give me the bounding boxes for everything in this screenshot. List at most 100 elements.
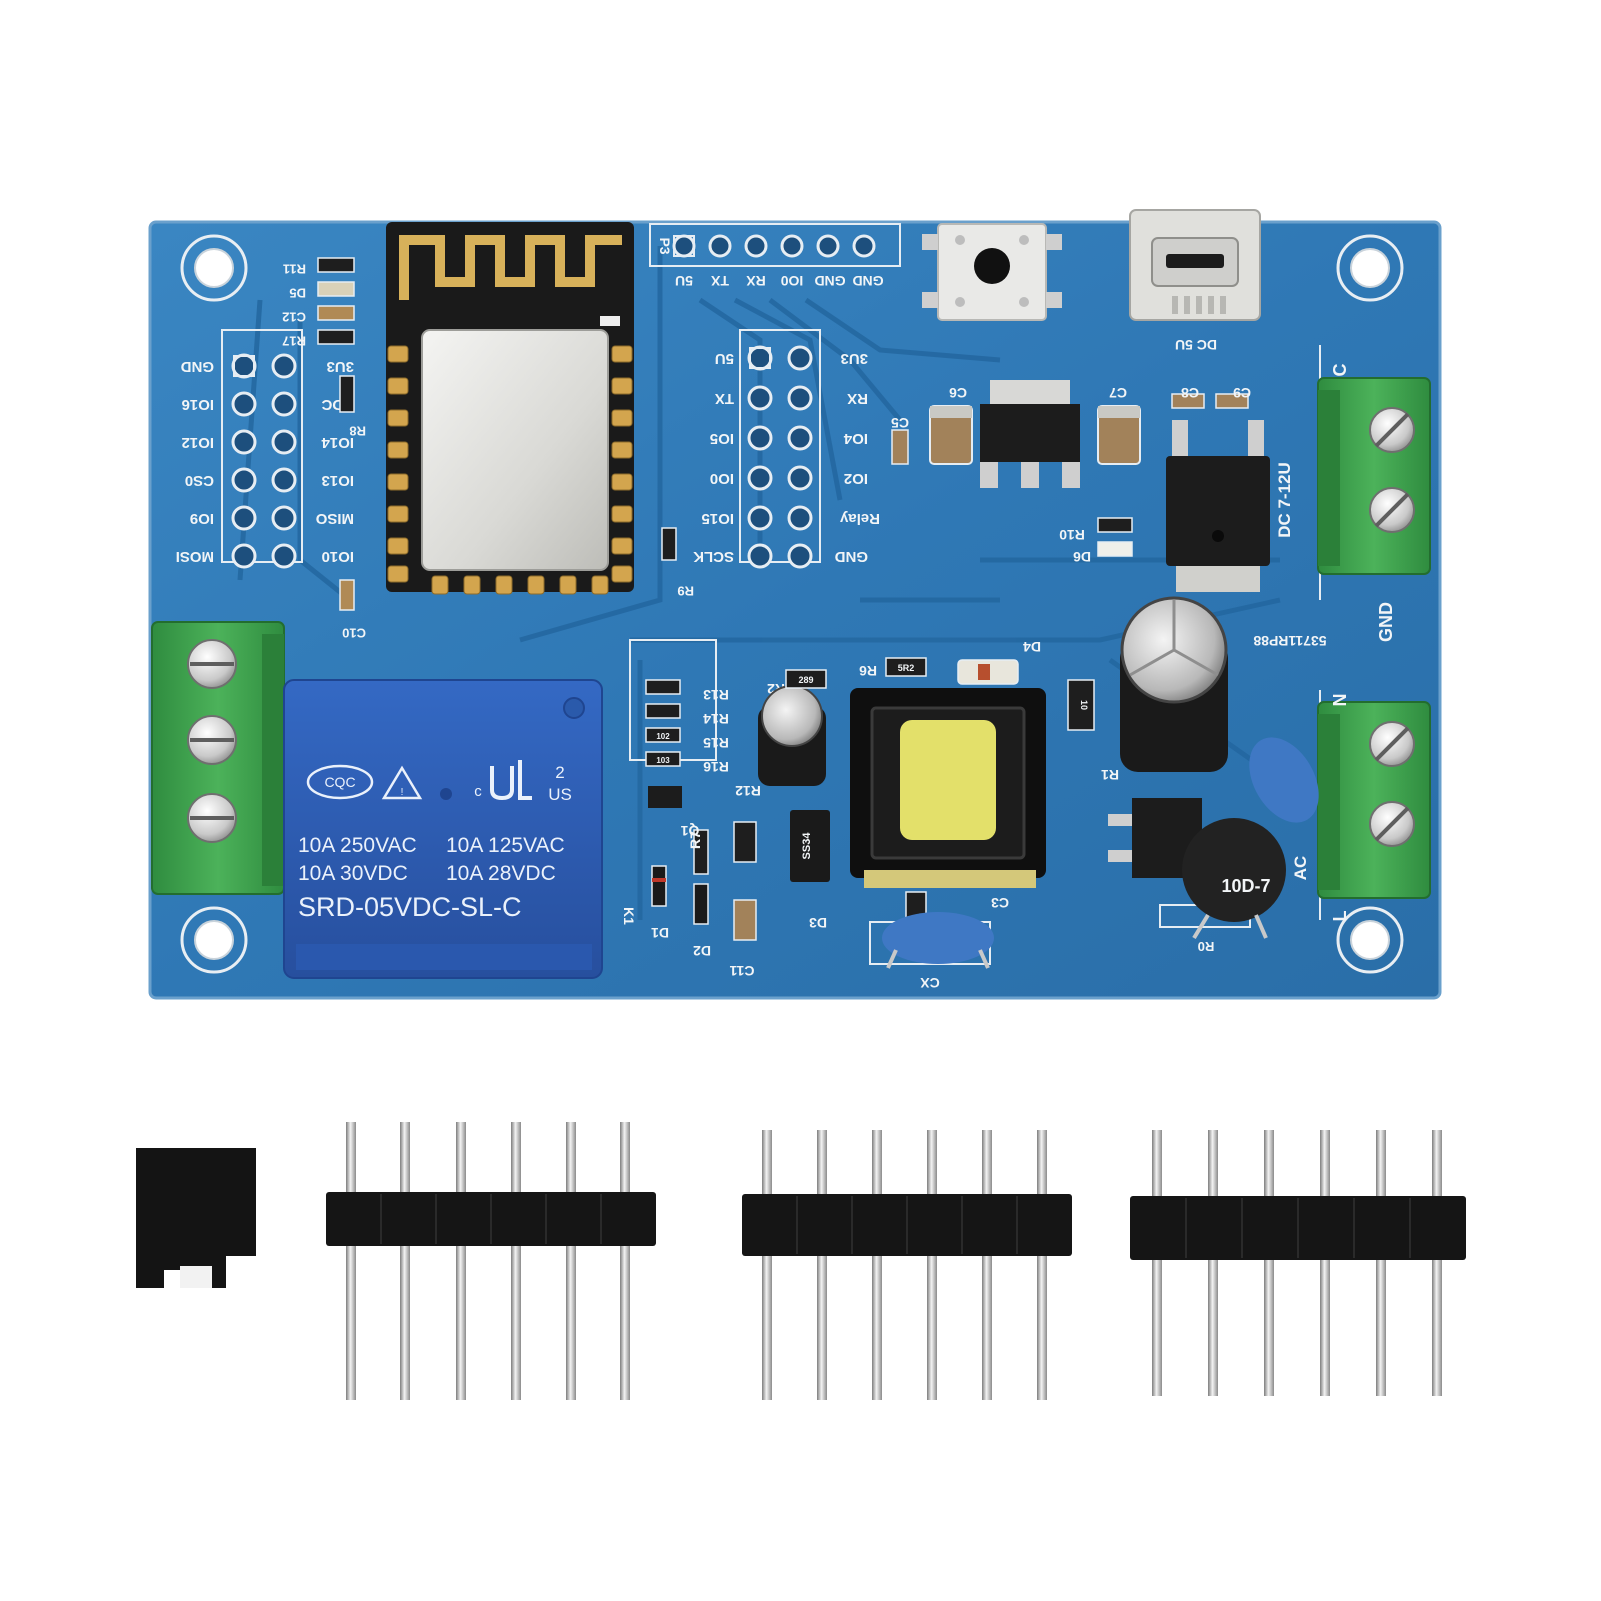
ref-label: R0 xyxy=(1198,939,1215,954)
pin-label: GND xyxy=(181,358,215,375)
ref-label: R9 xyxy=(677,584,694,599)
pin-header-strip xyxy=(326,1122,656,1400)
pin-label: GND xyxy=(835,548,869,565)
ref-label: D3 xyxy=(809,915,827,931)
p3-pin-label: 5U xyxy=(675,273,693,289)
ref-label: D1 xyxy=(651,925,669,941)
ref-label: C10 xyxy=(342,626,366,641)
ref-label: R12 xyxy=(735,783,761,799)
relay-rating: 10A 125VAC xyxy=(446,834,565,857)
diode-label: SS34 xyxy=(801,832,813,860)
ref-label: R15 xyxy=(703,735,729,751)
relay-model: SRD-05VDC-SL-C xyxy=(298,892,522,922)
cqc-logo-icon: CQC xyxy=(306,764,374,800)
ref-label: R10 xyxy=(1059,527,1085,543)
cert-label: US xyxy=(548,785,572,804)
jumper-cap xyxy=(136,1148,256,1288)
ref-label: D4 xyxy=(1023,639,1041,655)
pin-label: RX xyxy=(847,390,868,407)
micro-usb-port[interactable]: DC 5U xyxy=(1129,209,1261,353)
board-code: 53711RP88 xyxy=(1253,633,1326,649)
terminal-mark: N xyxy=(1330,694,1350,707)
relay: CQC ! c 2 US 10A 250VAC 10A 125VAC 10A 3… xyxy=(283,679,603,979)
ref-label: D6 xyxy=(1073,549,1091,565)
terminal-mark: C xyxy=(1330,364,1350,377)
p3-pin-label: GND xyxy=(852,273,883,289)
mid-header-labels: 5U TX IO5 IO0 IO15 SCLK 3U3 RX IO4 IO2 R… xyxy=(693,350,880,565)
smd-parts-top-left: R11 D5 C12 R17 R8 C10 R9 xyxy=(282,257,694,641)
terminal-mark: AC xyxy=(1291,856,1310,881)
ref-label: C11 xyxy=(729,963,754,979)
ref-label: C8 xyxy=(1181,385,1199,401)
pin-label: CS0 xyxy=(185,472,214,489)
resistor-code: 10 xyxy=(1079,700,1089,710)
pin-label: IO5 xyxy=(710,430,734,447)
ref-label: R11 xyxy=(283,262,306,277)
pin-label: IO15 xyxy=(701,510,734,527)
warning-triangle-icon xyxy=(381,765,423,800)
pin-label: IO16 xyxy=(181,396,214,413)
cert-number: 2 xyxy=(555,763,564,782)
ref-label: D5 xyxy=(289,286,306,301)
ref-label: C9 xyxy=(1233,385,1251,401)
resistor-code: 5R2 xyxy=(898,663,915,673)
pin-label: MISO xyxy=(315,510,354,527)
p3-pin-label: IO0 xyxy=(781,273,804,289)
pin-label: TX xyxy=(715,390,734,407)
electrolytic-capacitor-small xyxy=(758,685,826,786)
reset-button[interactable] xyxy=(922,223,1062,321)
left-pin-holes xyxy=(231,353,297,569)
p3-pin-label: GND xyxy=(814,273,845,289)
ss34-diode: SS34 xyxy=(790,810,830,882)
pin-label: IO14 xyxy=(321,434,354,451)
voltage-regulator xyxy=(980,380,1080,488)
pin-label: IO2 xyxy=(844,470,868,487)
ref-label: CX xyxy=(920,975,940,991)
pin-label: Relay xyxy=(839,510,880,527)
ac-terminal-block[interactable] xyxy=(1317,701,1431,899)
ref-label: R13 xyxy=(703,687,729,703)
terminal-mark: GND xyxy=(1376,602,1396,642)
dc-terminal-block[interactable] xyxy=(1317,377,1431,575)
wifi-antenna-icon xyxy=(399,235,622,300)
resistor-code: 289 xyxy=(798,675,813,685)
wifi-module xyxy=(386,222,634,595)
ref-label: C5 xyxy=(891,415,909,431)
terminal-mark: L xyxy=(1330,911,1350,922)
pin-header-strip xyxy=(1130,1130,1466,1396)
pin-label: 5U xyxy=(715,350,734,367)
pin-label: 3U3 xyxy=(326,358,354,375)
ref-label: R8 xyxy=(349,424,366,439)
p3-pin-label: TX xyxy=(710,273,729,289)
x-capacitor-icon xyxy=(882,912,994,969)
pin-label: SCLK xyxy=(693,548,734,565)
ref-label: R6 xyxy=(859,663,877,679)
ul-logo-icon: c 2 US xyxy=(474,760,572,804)
relay-terminal-block[interactable] xyxy=(151,621,285,895)
pin-label: IO13 xyxy=(321,472,354,489)
resistor-code: 103 xyxy=(656,756,670,765)
relay-driver-parts: 102 103 xyxy=(645,679,757,941)
tantalum-caps xyxy=(891,393,1249,465)
mid-pin-holes xyxy=(747,345,813,569)
electrolytic-capacitor-large xyxy=(1120,596,1228,772)
p3-label: P3 xyxy=(657,237,673,254)
relay-rating: 10A 250VAC xyxy=(298,834,417,857)
cert-label: c xyxy=(474,783,482,800)
relay-ref-labels: R13 R14 R15 R16 Q1 R7 D1 D2 C11 K1 xyxy=(621,687,754,979)
ref-label: R16 xyxy=(703,759,729,775)
pin-header-strip xyxy=(742,1130,1072,1400)
thermistor-label: 10D-7 xyxy=(1221,876,1270,896)
resistor-code: 102 xyxy=(656,732,670,741)
ref-label: R1 xyxy=(1101,767,1119,783)
module-pads xyxy=(387,345,633,595)
relay-rating: 10A 30VDC xyxy=(298,862,408,885)
ref-label: R17 xyxy=(282,334,306,349)
dc-regulator xyxy=(1166,420,1270,592)
ref-label: C3 xyxy=(991,895,1009,911)
cert-label: CQC xyxy=(324,774,355,790)
dc-input-label: DC 7-12U xyxy=(1275,462,1294,538)
transformer xyxy=(850,688,1046,888)
ref-label: D2 xyxy=(693,943,711,959)
